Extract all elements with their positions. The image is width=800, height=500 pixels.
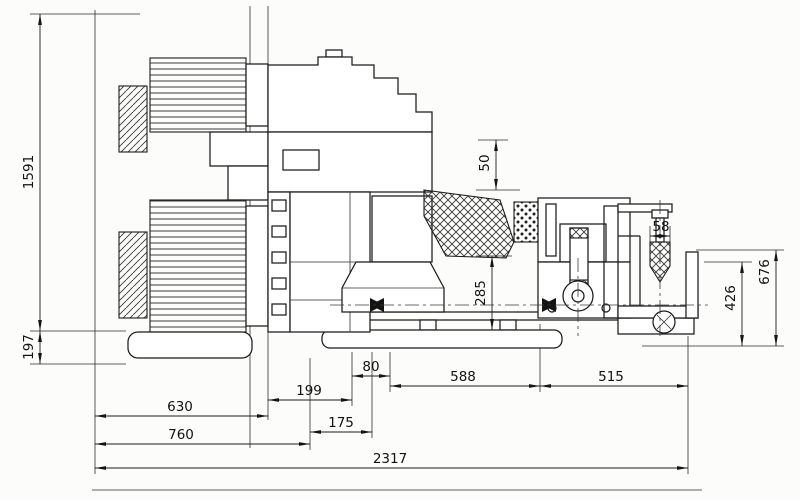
dim-label-197: 197 — [21, 334, 37, 360]
dim-bottom-199: 199 — [268, 383, 352, 402]
dim-bottom-515: 515 — [540, 369, 688, 388]
side-plate — [603, 205, 619, 319]
motor-bottom-body — [149, 199, 247, 333]
flange-bolts — [271, 199, 287, 316]
rail-support — [419, 319, 437, 331]
dim-bottom-overall: 2317 — [95, 451, 688, 470]
motor-top-endcap — [245, 63, 269, 127]
dim-label-199: 199 — [296, 383, 322, 399]
dim-bottom-175: 175 — [310, 415, 372, 434]
motor-base-foot — [127, 331, 253, 359]
dim-left-foot: 197 — [21, 331, 42, 364]
top-arm — [617, 203, 673, 213]
lifting-lug — [325, 49, 343, 58]
dim-label-426: 426 — [723, 285, 739, 311]
seal-block-dotted — [513, 201, 541, 243]
dim-right-outer: 676 — [757, 250, 778, 346]
discharge-assembly — [537, 197, 699, 334]
gearbox-housing — [267, 49, 433, 333]
motor-top-body — [149, 57, 247, 133]
dim-label-80: 80 — [362, 359, 379, 375]
carriage-body — [341, 261, 445, 313]
valve-block-rib — [545, 203, 557, 257]
rail-support — [499, 319, 517, 331]
carriage — [341, 261, 445, 313]
roller-mark-left — [370, 298, 384, 312]
dim-top-mid: 50 — [477, 140, 498, 190]
motor-bracket-lower — [227, 165, 269, 201]
dim-mid-axis: 285 — [473, 256, 494, 330]
feed-chute — [423, 189, 541, 259]
motor-bracket-upper — [209, 131, 269, 167]
centerlines — [330, 200, 708, 336]
dim-label-588: 588 — [450, 369, 476, 385]
end-bracket — [685, 251, 699, 319]
dim-label-1591: 1591 — [21, 155, 37, 189]
dim-label-50: 50 — [477, 154, 493, 171]
inspection-plate — [282, 149, 320, 171]
motor-top-terminal-box — [118, 85, 148, 153]
dim-label-58: 58 — [652, 219, 669, 235]
base-plate-left — [321, 329, 563, 349]
dim-label-285: 285 — [473, 280, 489, 306]
dimension-annotations: 1591 197 50 285 58 676 426 80 — [21, 14, 778, 470]
dim-bottom-760: 760 — [95, 427, 310, 446]
dim-bottom-588: 588 — [390, 369, 540, 388]
dim-right-small: 58 — [650, 219, 670, 238]
plunger-seal-top — [569, 227, 589, 239]
dim-label-676: 676 — [757, 259, 773, 285]
motor-assembly — [118, 57, 269, 359]
dim-label-175: 175 — [328, 415, 354, 431]
dim-left-overall: 1591 — [21, 14, 42, 331]
motor-bottom-terminal-box — [118, 231, 148, 319]
dim-label-760: 760 — [168, 427, 194, 443]
dim-label-515: 515 — [598, 369, 624, 385]
dim-bottom-80: 80 — [352, 359, 390, 378]
motor-bottom-endcap — [245, 205, 269, 327]
dim-label-630: 630 — [167, 399, 193, 415]
chute-hatched-section — [423, 189, 515, 259]
output-housing — [371, 195, 433, 263]
dim-right-inner: 426 — [723, 262, 744, 346]
dim-label-2317: 2317 — [373, 451, 407, 467]
dim-bottom-630: 630 — [95, 399, 268, 418]
upper-housing — [267, 56, 433, 133]
